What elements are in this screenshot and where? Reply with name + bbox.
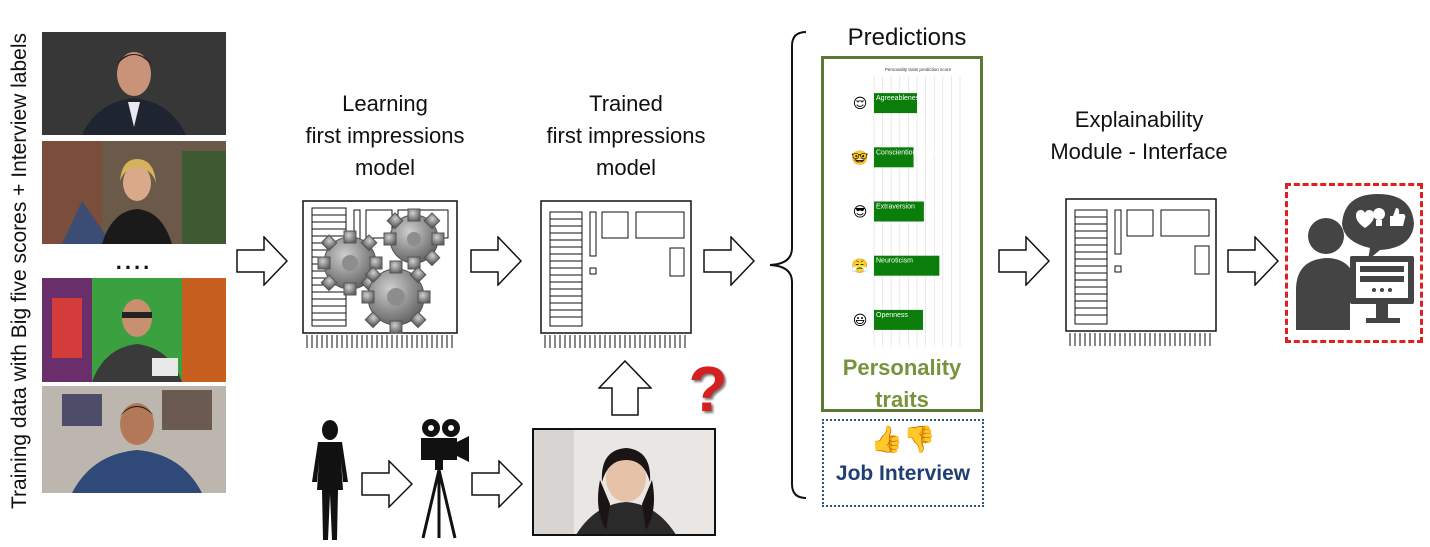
predictions-title: Predictions (847, 24, 967, 51)
training-video-thumbnail (42, 278, 226, 382)
trained-model-title: Trained first impressions model (546, 91, 706, 180)
user-interface-panel (1285, 183, 1423, 343)
person-silhouette-icon (312, 420, 348, 540)
training-video-thumbnail (42, 386, 226, 493)
training-data-label: Training data with Big five scores + Int… (8, 32, 31, 510)
chart-bar (874, 255, 940, 276)
thumbs-up-down-icon: 👍👎 (870, 424, 936, 454)
trait-emoji-icon: 😌 (853, 95, 868, 111)
right-arrow-icon (470, 236, 522, 286)
right-arrow-icon (236, 236, 288, 286)
training-video-thumbnail (42, 141, 226, 244)
explainability-module-chip (1065, 198, 1217, 346)
chart-bar (874, 93, 917, 114)
trait-emoji-icon: 😤 (851, 258, 869, 274)
trait-emoji-icon: 🤓 (851, 149, 869, 165)
question-mark-icon: ? (688, 353, 728, 425)
gears-icon (317, 208, 445, 334)
chart-bar (874, 201, 924, 222)
right-arrow-icon (703, 236, 755, 286)
chart-bar (874, 309, 924, 330)
chart-bar-label: Openness (876, 312, 908, 319)
predictions-brace (769, 31, 807, 499)
job-interview-panel (822, 419, 984, 507)
up-arrow-icon (598, 360, 652, 416)
chart-bar-label: Extraversion (876, 204, 915, 211)
more-data-ellipsis: .... (115, 249, 153, 274)
interview-video-frame (532, 428, 716, 536)
user-feedback-icon (1296, 194, 1414, 330)
chart-title: Personality traits prediction score (885, 67, 952, 72)
explainability-title: Explainability Module - Interface (1050, 107, 1228, 164)
trait-emoji-icon: 😃 (853, 312, 868, 328)
personality-traits-panel (821, 56, 983, 412)
chart-bar (874, 147, 914, 168)
learning-model-title: Learning first impressions model (305, 91, 465, 180)
chart-bar-label: Neuroticism (876, 258, 913, 265)
chart-bar-label: Agreeableness (876, 95, 923, 102)
personality-traits-label: Personality traits (842, 355, 962, 412)
personality-chart: Personality traits prediction score Agre… (851, 67, 961, 347)
trained-model-chip (540, 200, 692, 348)
job-interview-label: Job Interview (835, 462, 971, 485)
chart-bar-label: Conscientiousness (876, 149, 935, 156)
right-arrow-icon (1227, 236, 1279, 286)
right-arrow-icon (361, 460, 413, 508)
video-camera-icon (421, 419, 469, 539)
right-arrow-icon (471, 460, 523, 508)
trait-emoji-icon: 😎 (853, 204, 868, 220)
right-arrow-icon (998, 236, 1050, 286)
training-video-thumbnail (42, 32, 226, 135)
